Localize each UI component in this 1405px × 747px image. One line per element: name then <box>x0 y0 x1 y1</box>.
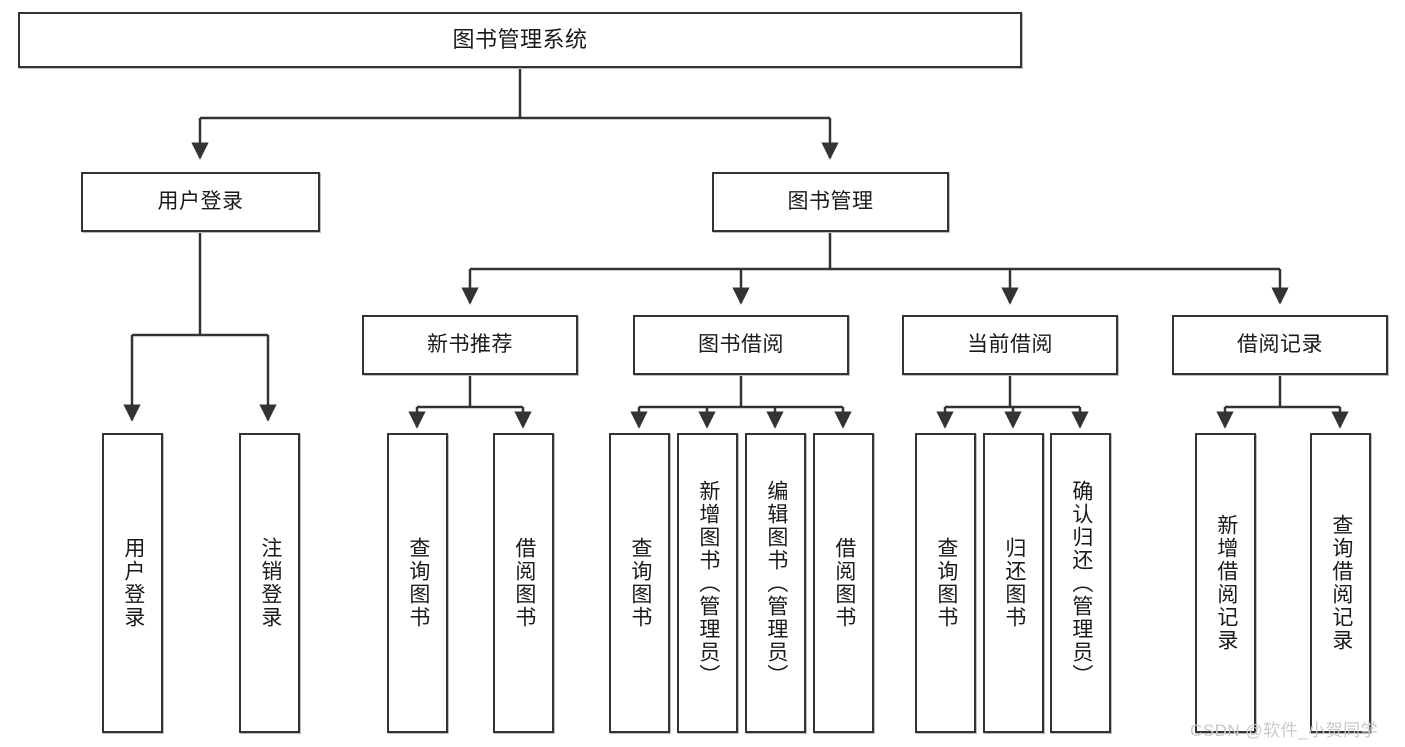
node-label: 图书管理 <box>787 190 874 214</box>
leaf-current-borrow-return[interactable]: 归还图书 <box>983 433 1044 733</box>
node-label: 新书推荐 <box>427 333 513 357</box>
node-label: 用户登录 <box>121 537 145 629</box>
node-book-management[interactable]: 图书管理 <box>712 172 949 232</box>
leaf-user-login-signout[interactable]: 注销登录 <box>239 433 300 733</box>
leaf-book-borrow-lend[interactable]: 借阅图书 <box>813 433 874 733</box>
leaf-new-book-query[interactable]: 查询图书 <box>387 433 448 733</box>
leaf-current-borrow-confirm-return[interactable]: 确认归还（管理员） <box>1050 433 1111 733</box>
node-label: 借阅图书 <box>832 537 856 629</box>
node-label: 查询图书 <box>628 537 652 629</box>
node-label: 确认归还（管理员） <box>1069 479 1093 687</box>
node-label: 借阅图书 <box>512 537 536 629</box>
leaf-book-borrow-edit[interactable]: 编辑图书（管理员） <box>745 433 806 733</box>
leaf-current-borrow-query[interactable]: 查询图书 <box>915 433 976 733</box>
node-label: 当前借阅 <box>967 333 1053 357</box>
watermark: CSDN @软件_小贺同学 <box>1190 721 1379 740</box>
leaf-book-borrow-query[interactable]: 查询图书 <box>609 433 670 733</box>
node-borrow-record[interactable]: 借阅记录 <box>1172 315 1388 375</box>
leaf-borrow-record-add[interactable]: 新增借阅记录 <box>1195 433 1256 733</box>
node-new-book-recommend[interactable]: 新书推荐 <box>362 315 578 375</box>
node-label: 图书管理系统 <box>452 26 588 52</box>
node-label: 查询图书 <box>406 537 430 629</box>
leaf-book-borrow-add[interactable]: 新增图书（管理员） <box>677 433 738 733</box>
leaf-new-book-borrow[interactable]: 借阅图书 <box>493 433 554 733</box>
node-root-system[interactable]: 图书管理系统 <box>18 12 1022 68</box>
leaf-user-login-signin[interactable]: 用户登录 <box>102 433 163 733</box>
node-label: 用户登录 <box>157 190 244 214</box>
node-label: 新增借阅记录 <box>1214 514 1238 652</box>
node-label: 查询图书 <box>934 537 958 629</box>
node-label: 查询借阅记录 <box>1329 514 1353 652</box>
node-label: 归还图书 <box>1002 537 1026 629</box>
node-book-borrow[interactable]: 图书借阅 <box>633 315 849 375</box>
leaf-borrow-record-query[interactable]: 查询借阅记录 <box>1310 433 1371 733</box>
node-user-login[interactable]: 用户登录 <box>81 172 320 232</box>
node-label: 编辑图书（管理员） <box>764 479 788 687</box>
node-label: 借阅记录 <box>1237 333 1323 357</box>
node-current-borrow[interactable]: 当前借阅 <box>902 315 1118 375</box>
node-label: 图书借阅 <box>698 333 784 357</box>
node-label: 注销登录 <box>258 537 282 629</box>
node-label: 新增图书（管理员） <box>696 479 720 687</box>
